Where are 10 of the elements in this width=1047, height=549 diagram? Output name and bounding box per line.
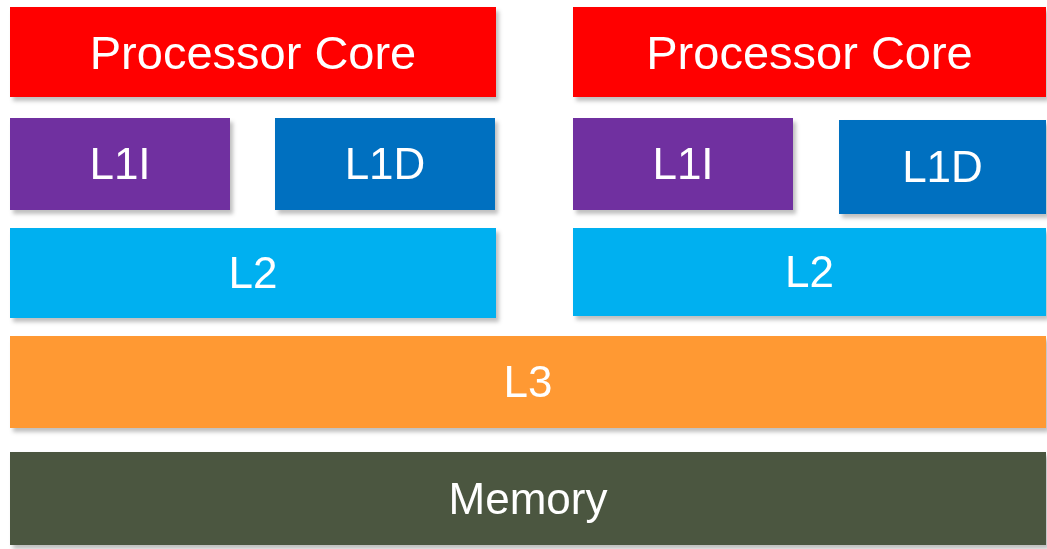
memory-block: Memory <box>10 452 1046 545</box>
l1-data-cache-block: L1D <box>275 118 495 210</box>
l2-cache-block: L2 <box>573 228 1046 316</box>
l1-instruction-cache-block: L1I <box>573 118 793 210</box>
processor-core-block: Processor Core <box>573 7 1046 97</box>
processor-core-block: Processor Core <box>10 7 496 97</box>
l1-data-cache-block: L1D <box>839 120 1046 214</box>
l2-cache-block: L2 <box>10 228 496 318</box>
l1-instruction-cache-block: L1I <box>10 118 230 210</box>
l3-cache-block: L3 <box>10 336 1046 428</box>
